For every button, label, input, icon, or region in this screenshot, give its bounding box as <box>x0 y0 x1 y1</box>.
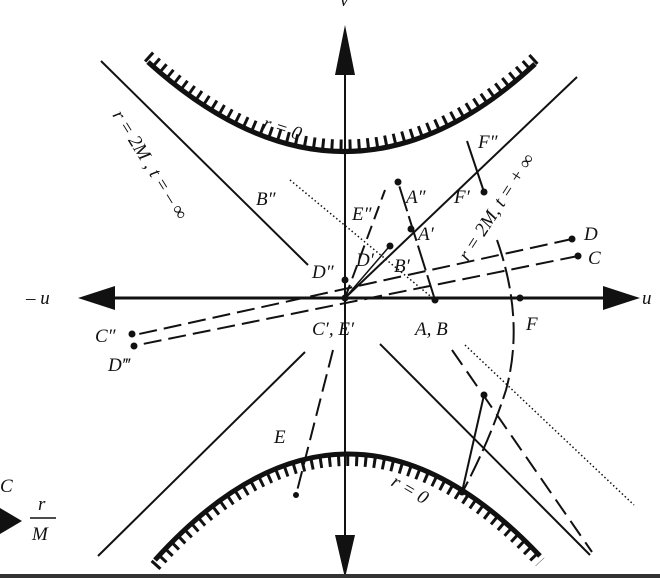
worldline-F-top <box>466 140 485 193</box>
label-A-B: A, B <box>413 319 448 340</box>
top-singularity-curve <box>146 60 537 154</box>
label-B1: B′ <box>394 256 411 277</box>
lower-left-line <box>97 351 306 557</box>
label-D3: D‴ <box>107 355 131 376</box>
worldline-D <box>129 238 573 337</box>
v-axis-arrow-up <box>335 25 355 75</box>
lower-right-dashed <box>451 349 593 553</box>
worldline-F-bottom <box>461 394 485 493</box>
worldline-E2 <box>344 189 386 299</box>
horizon-left-label: r = 2M , t = – ∞ <box>108 107 192 224</box>
r-over-m-denominator: M <box>31 524 49 545</box>
label-C: C <box>588 248 601 269</box>
label-D1: D′ <box>355 250 375 271</box>
event-points <box>128 178 582 498</box>
worldline-C <box>132 255 579 347</box>
label-C1-E1: C′, E′ <box>312 319 355 340</box>
light-ray-D1 <box>344 247 389 299</box>
u-axis-arrow-left <box>78 286 115 310</box>
label-A2: A″ <box>404 187 427 208</box>
horizon-left-line <box>100 60 309 266</box>
label-D2: D″ <box>311 262 335 283</box>
label-E2: E″ <box>351 204 373 225</box>
u-axis-label: u <box>642 288 652 309</box>
label-F1: F′ <box>453 187 471 208</box>
label-E: E <box>273 427 286 448</box>
margin-arrow-icon <box>0 508 22 534</box>
label-F2: F″ <box>477 132 499 153</box>
label-A1: A′ <box>416 224 435 245</box>
bottom-singularity-teeth <box>150 454 545 571</box>
page-bottom-edge <box>0 574 660 578</box>
r-over-m-numerator: r <box>38 494 46 515</box>
v-axis-label: v <box>340 0 349 11</box>
lower-right-line <box>379 343 591 556</box>
label-C2: C″ <box>95 326 117 347</box>
margin-c-label: C <box>0 476 13 497</box>
label-D: D <box>583 224 598 245</box>
label-F: F <box>525 314 538 335</box>
horizon-right-line <box>344 76 578 299</box>
neg-u-axis-label: – u <box>25 288 50 309</box>
dotted-line-upper <box>289 179 436 301</box>
u-axis-arrow-right <box>603 286 640 310</box>
dotted-line-lower <box>464 344 635 506</box>
worldline-F <box>463 239 515 490</box>
worldline-A <box>397 181 436 301</box>
worldline-E <box>295 349 334 496</box>
v-axis-arrow-down <box>335 535 355 578</box>
top-singularity-teeth <box>143 51 540 152</box>
label-B2: B″ <box>256 189 277 210</box>
